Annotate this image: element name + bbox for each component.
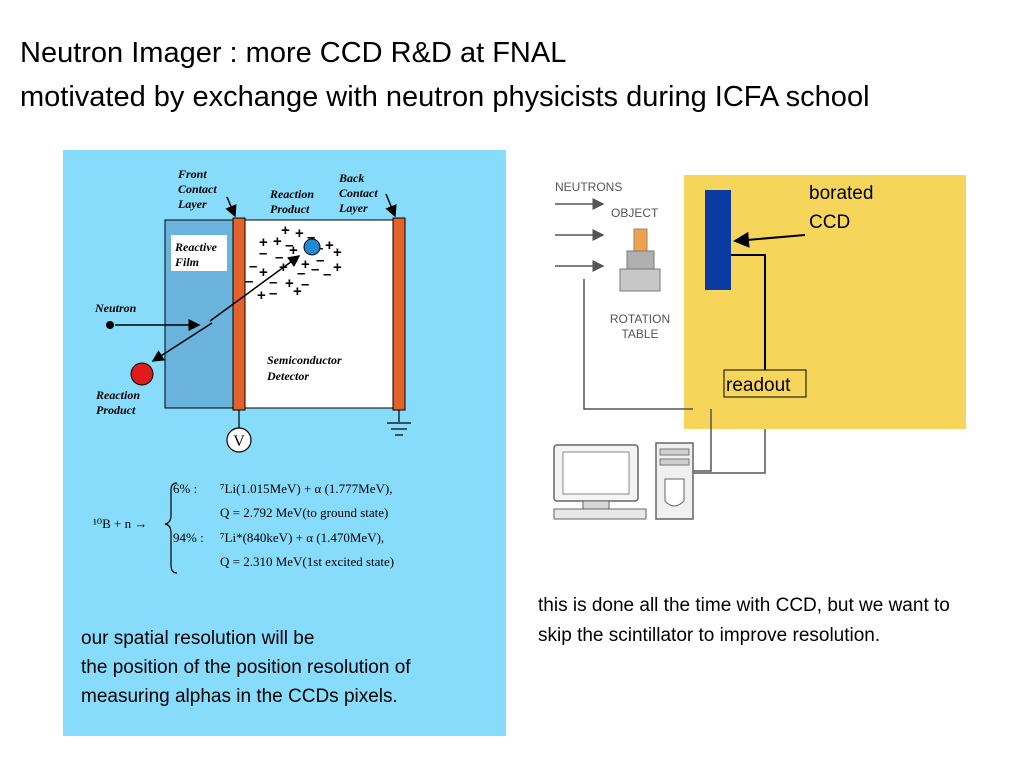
ccd-cable bbox=[693, 429, 766, 474]
object-holder bbox=[626, 250, 655, 270]
front-contact-layer bbox=[232, 217, 246, 411]
computer-monitor bbox=[553, 444, 647, 520]
svg-text:+: + bbox=[259, 234, 268, 251]
svg-text:+: + bbox=[289, 242, 298, 259]
object bbox=[633, 228, 648, 252]
right-caption: this is done all the time with CCD, but … bbox=[538, 595, 950, 646]
semiconductor-label-2: Detector bbox=[266, 369, 309, 383]
svg-text:–: – bbox=[297, 265, 305, 282]
svg-text:–: – bbox=[275, 249, 283, 266]
voltmeter-label: V bbox=[233, 433, 245, 450]
slide-title-line1: Neutron Imager : more CCD R&D at FNAL bbox=[20, 37, 567, 69]
back-contact-arrow bbox=[385, 193, 397, 218]
equation-lhs: ¹⁰B + n → bbox=[93, 516, 147, 531]
neutron-label: Neutron bbox=[94, 301, 137, 315]
branch2-percent: 94% : bbox=[173, 530, 204, 545]
svg-text:–: – bbox=[316, 252, 324, 269]
back-contact-label-3: Layer bbox=[338, 201, 368, 215]
left-caption-line-2: the position of the position resolution … bbox=[81, 657, 411, 678]
back-contact-label-1: Back bbox=[338, 171, 364, 185]
svg-text:–: – bbox=[301, 276, 309, 293]
front-contact-arrow bbox=[225, 196, 237, 218]
reaction-product-top-label-1: Reaction bbox=[269, 187, 314, 201]
equation-brace bbox=[164, 482, 178, 574]
back-contact-label-2: Contact bbox=[339, 186, 378, 200]
branch2-q: Q = 2.310 MeV(1st excited state) bbox=[220, 554, 394, 569]
rotation-table-label-1: ROTATION bbox=[610, 312, 670, 326]
svg-text:–: – bbox=[245, 273, 253, 290]
svg-text:–: – bbox=[269, 274, 277, 291]
svg-text:+: + bbox=[301, 256, 310, 273]
left-caption-line-1: our spatial resolution will be bbox=[81, 628, 315, 649]
ground-symbol bbox=[387, 422, 411, 436]
front-contact-label-3: Layer bbox=[177, 197, 207, 211]
svg-text:–: – bbox=[249, 258, 257, 275]
readout-label: readout bbox=[726, 375, 791, 396]
slide-title-line2: motivated by exchange with neutron physi… bbox=[20, 81, 870, 113]
svg-text:–: – bbox=[323, 266, 331, 283]
branch1-q: Q = 2.792 MeV(to ground state) bbox=[220, 505, 388, 520]
computer-tower bbox=[655, 442, 694, 520]
branch1-reaction: ⁷Li(1.015MeV) + α (1.777MeV), bbox=[220, 481, 392, 496]
reactive-film-label-box bbox=[171, 235, 227, 271]
reaction-product-arrow bbox=[151, 322, 213, 362]
left-panel: Reactive Film Front Contact Layer Reacti… bbox=[63, 150, 506, 736]
neutron-beam-arrows bbox=[555, 198, 605, 272]
svg-text:–: – bbox=[307, 229, 315, 246]
svg-text:–: – bbox=[285, 237, 293, 254]
rotation-table-label-2: TABLE bbox=[621, 327, 658, 341]
svg-text:+: + bbox=[285, 275, 294, 292]
neutrons-label: NEUTRONS bbox=[555, 180, 622, 194]
product-track-arrow bbox=[209, 255, 301, 322]
neutron-dot bbox=[106, 321, 114, 329]
svg-text:+: + bbox=[333, 259, 342, 276]
table-cable bbox=[583, 279, 693, 410]
svg-text:–: – bbox=[311, 261, 319, 278]
reaction-product-red bbox=[130, 362, 154, 386]
reaction-product-bottom-label-2: Product bbox=[96, 403, 136, 417]
borated-ccd-label-2: CCD bbox=[809, 212, 850, 233]
branch1-percent: 6% : bbox=[173, 481, 197, 496]
svg-text:+: + bbox=[273, 233, 282, 250]
readout-box bbox=[723, 369, 807, 398]
left-caption-line-3: measuring alphas in the CCDs pixels. bbox=[81, 686, 398, 707]
reactive-film-label-2: Film bbox=[174, 255, 199, 269]
semiconductor-label-1: Semiconductor bbox=[267, 353, 342, 367]
svg-text:+: + bbox=[281, 222, 290, 239]
svg-text:+: + bbox=[293, 283, 302, 300]
svg-text:–: – bbox=[259, 245, 267, 262]
borated-ccd bbox=[705, 190, 731, 290]
svg-text:+: + bbox=[257, 287, 266, 304]
rotation-table bbox=[619, 268, 661, 292]
neutron-detector-diagram: Reactive Film Front Contact Layer Reacti… bbox=[93, 167, 411, 574]
object-label: OBJECT bbox=[611, 206, 659, 220]
readout-line bbox=[731, 254, 766, 370]
voltmeter bbox=[226, 427, 252, 453]
borated-ccd-label-1: borated bbox=[809, 183, 873, 204]
front-contact-label-2: Contact bbox=[178, 182, 217, 196]
reactive-film-label-1: Reactive bbox=[174, 240, 218, 254]
ccd-pointer-arrow bbox=[733, 231, 806, 248]
svg-text:+: + bbox=[259, 264, 268, 281]
front-contact-label-1: Front bbox=[177, 167, 207, 181]
left-caption: our spatial resolution will be the posit… bbox=[81, 624, 501, 711]
branch2-reaction: ⁷Li*(840keV) + α (1.470MeV), bbox=[220, 530, 384, 545]
back-contact-layer bbox=[392, 217, 406, 411]
reaction-product-top-label-2: Product bbox=[270, 202, 310, 216]
svg-text:+: + bbox=[295, 225, 304, 242]
svg-text:+: + bbox=[325, 237, 334, 254]
neutron-imaging-setup-diagram: NEUTRONS OBJECT ROTATION TABLE borated C… bbox=[553, 175, 966, 520]
computer-cable bbox=[693, 409, 712, 472]
reaction-product-blue bbox=[303, 238, 321, 256]
svg-text:+: + bbox=[333, 244, 342, 261]
reaction-product-bottom-label-1: Reaction bbox=[95, 388, 140, 402]
svg-text:–: – bbox=[269, 285, 277, 302]
reaction-equation: ¹⁰B + n → 6% : ⁷Li(1.015MeV) + α (1.777M… bbox=[93, 481, 394, 574]
